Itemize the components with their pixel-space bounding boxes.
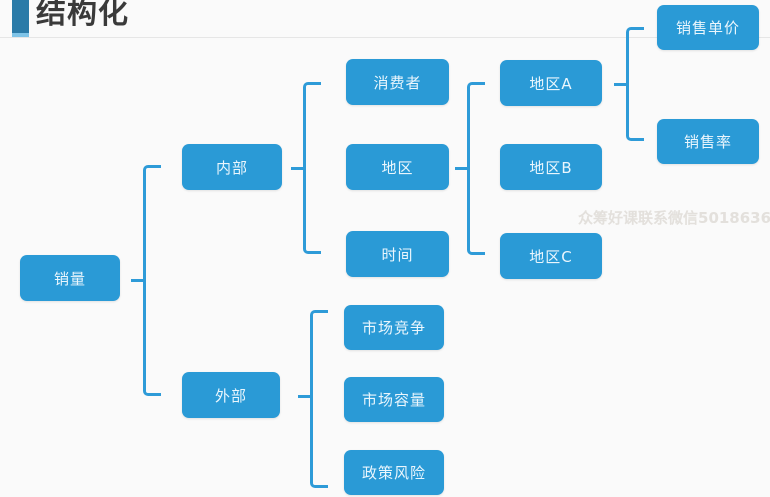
connector-stem	[291, 167, 304, 170]
connector-bracket	[626, 27, 644, 141]
tree-node-consumer[interactable]: 消费者	[346, 59, 449, 105]
connector-bracket	[303, 82, 321, 254]
connector-stem	[614, 83, 627, 86]
tree-node-policy_risk[interactable]: 政策风险	[344, 450, 444, 495]
tree-node-region_c[interactable]: 地区C	[500, 233, 602, 279]
connector-bracket	[310, 310, 328, 488]
title-accent-bar	[12, 0, 29, 33]
page-title: 结构化	[36, 0, 129, 31]
connector-stem	[131, 279, 144, 282]
tree-node-region_b[interactable]: 地区B	[500, 144, 602, 190]
tree-node-external[interactable]: 外部	[182, 372, 280, 418]
connector-bracket	[143, 165, 161, 396]
tree-node-time[interactable]: 时间	[346, 231, 449, 277]
connector-bracket	[467, 82, 485, 255]
tree-node-region_a[interactable]: 地区A	[500, 60, 602, 106]
connector-stem	[455, 167, 468, 170]
connector-stem	[298, 395, 311, 398]
tree-node-sales[interactable]: 销量	[20, 255, 120, 301]
tree-node-internal[interactable]: 内部	[182, 144, 282, 190]
tree-node-competition[interactable]: 市场竞争	[344, 305, 444, 350]
tree-node-capacity[interactable]: 市场容量	[344, 377, 444, 422]
title-accent-foot	[12, 33, 29, 37]
title-divider	[0, 37, 770, 38]
watermark-text: 众筹好课联系微信5018636	[578, 209, 770, 227]
tree-node-unit_price[interactable]: 销售单价	[657, 5, 759, 50]
tree-node-sales_rate[interactable]: 销售率	[657, 119, 759, 164]
tree-node-region[interactable]: 地区	[346, 144, 449, 190]
